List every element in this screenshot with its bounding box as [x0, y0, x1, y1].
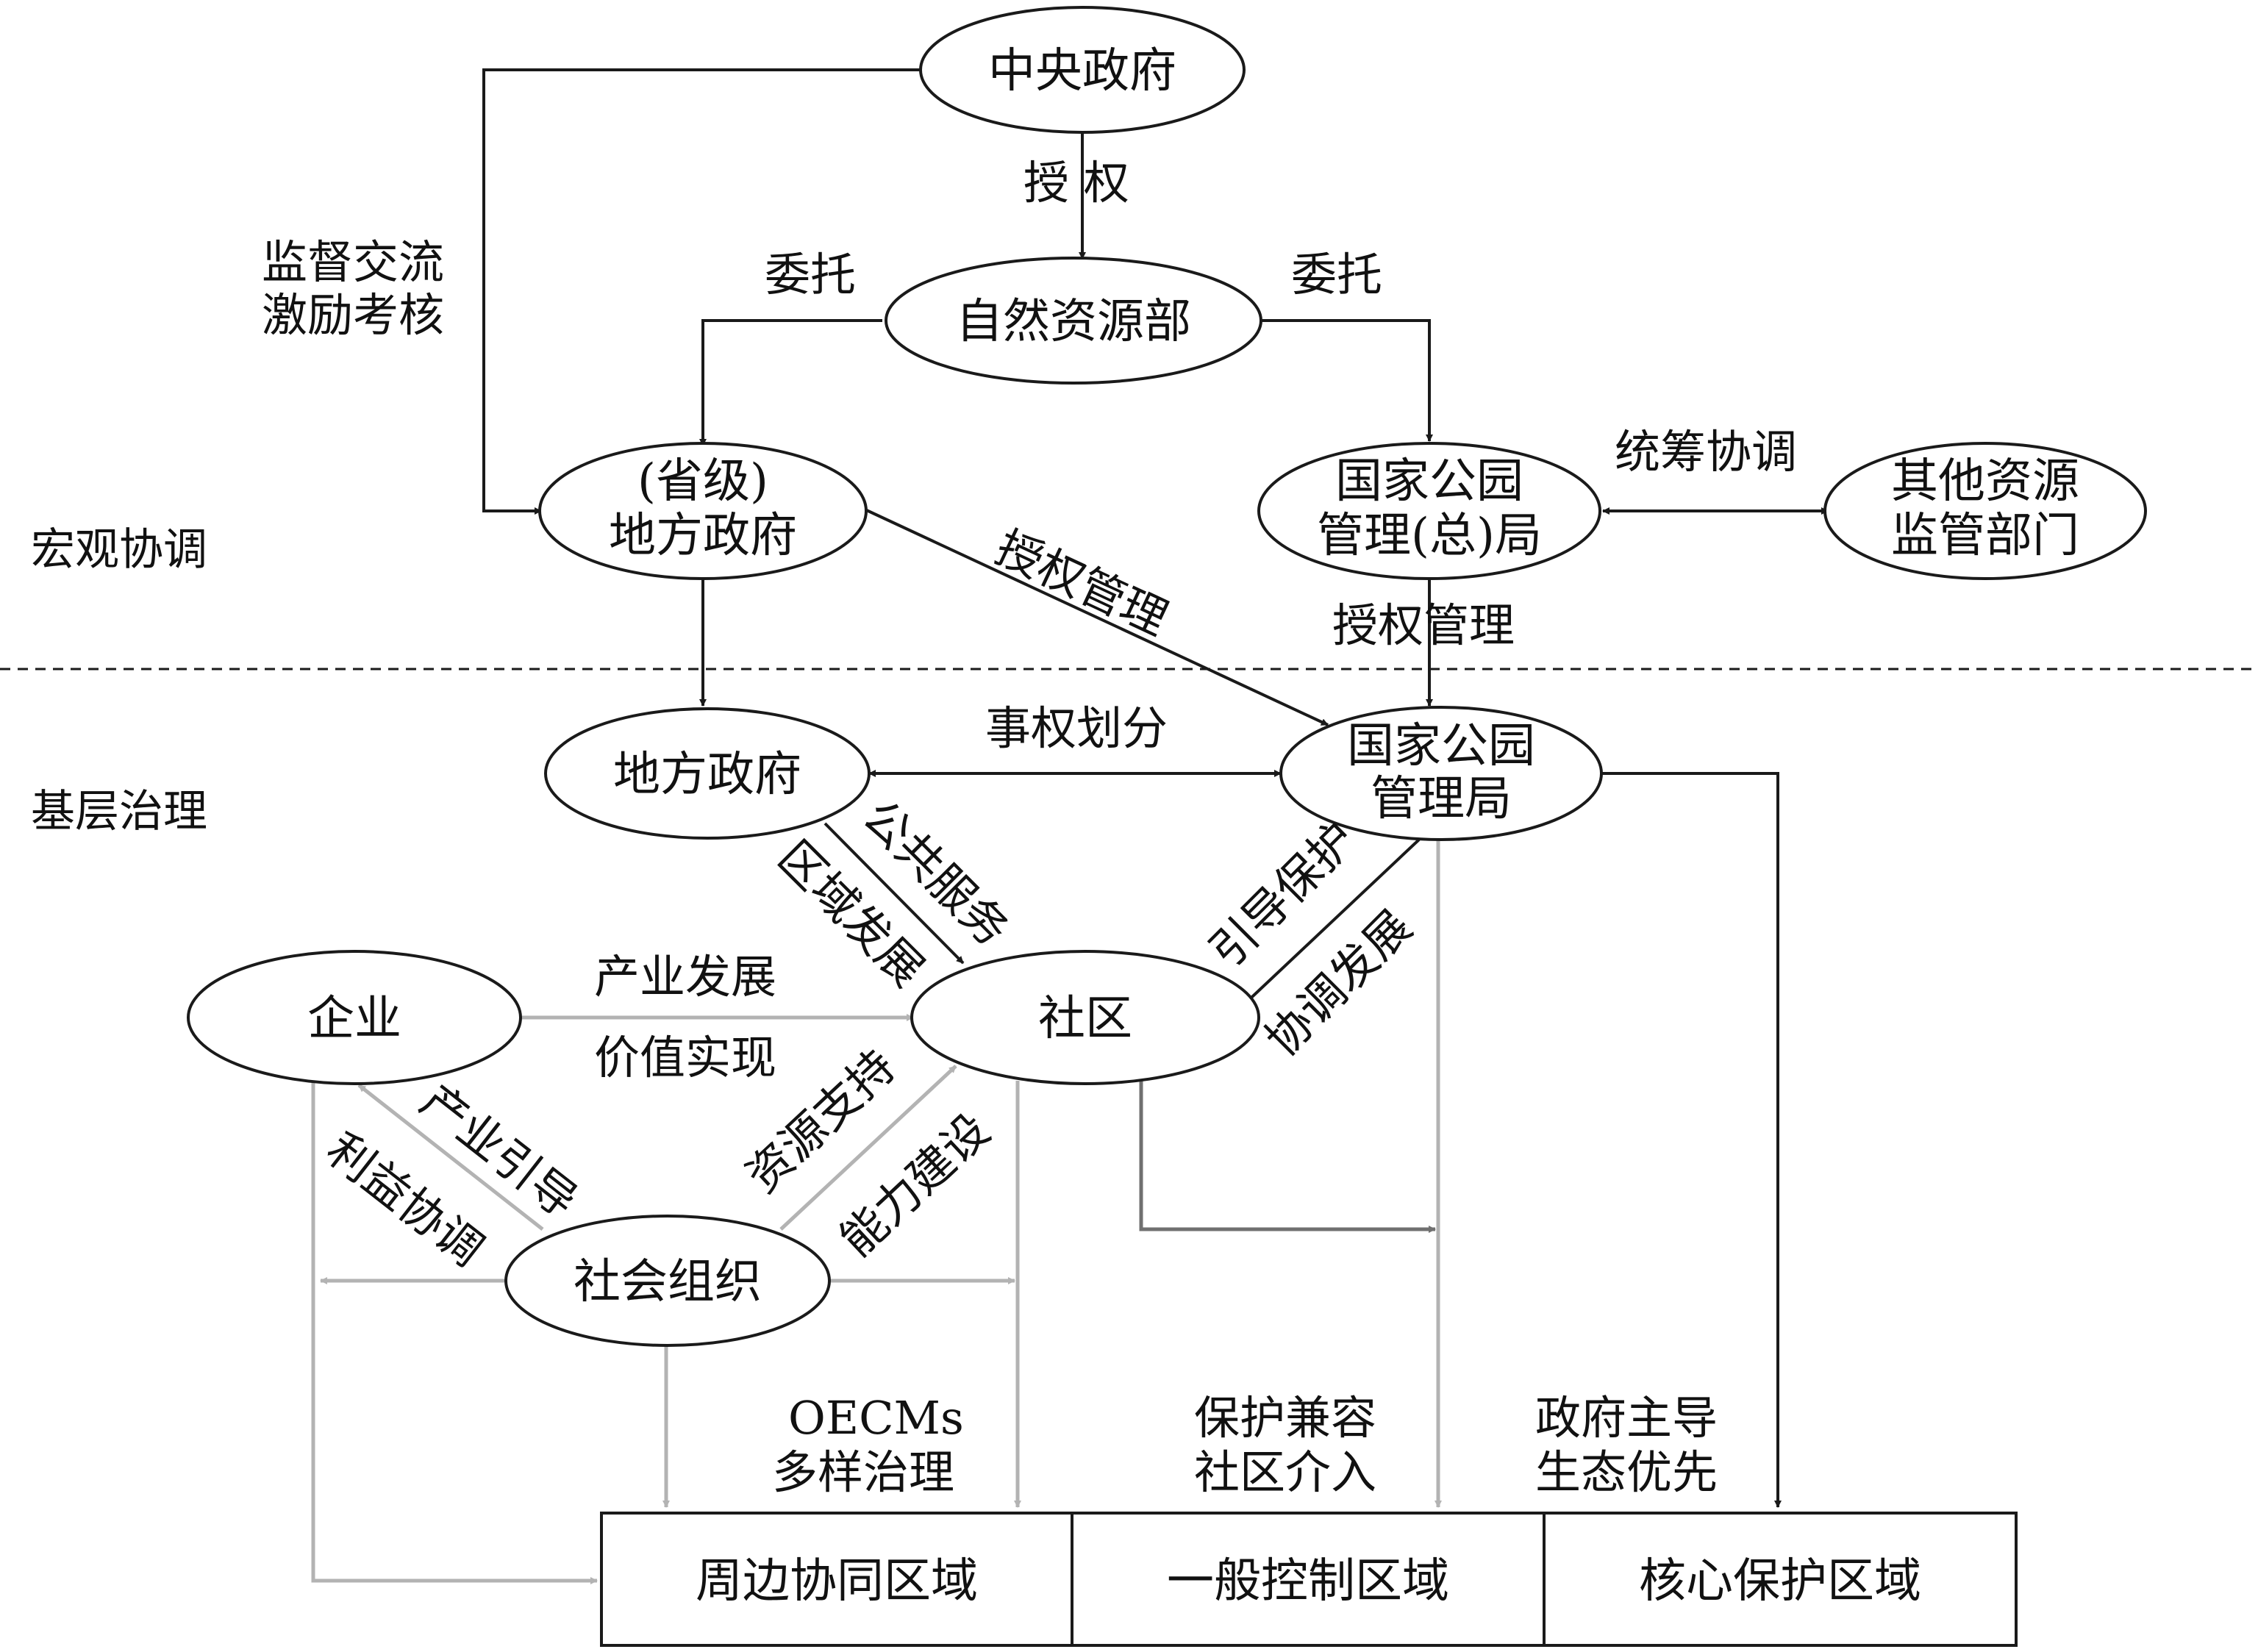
label-auth-mgmt-vert: 授权管理 [1332, 598, 1515, 652]
node-enterprise-label: 企业 [307, 992, 401, 1046]
node-central [919, 6, 1246, 134]
node-other [1823, 442, 2147, 580]
node-ministry [885, 257, 1262, 385]
node-npa-hq-label-1: 国家公园 [1335, 454, 1523, 509]
label-supervise-1: 监督交流 [262, 235, 444, 289]
node-npa-hq [1257, 442, 1601, 580]
edge-npa-to-community [1240, 838, 1421, 1009]
node-npa-label-1: 国家公园 [1347, 719, 1535, 773]
node-community-label: 社区 [1038, 992, 1132, 1046]
label-power-division: 事权划分 [985, 701, 1168, 755]
label-gov-led-1: 政府主导 [1535, 1391, 1718, 1445]
zone-core-box [1543, 1512, 2018, 1647]
zone-peripheral-label: 周边协同区域 [696, 1554, 978, 1609]
label-value-realize: 价值实现 [594, 1031, 776, 1084]
section-grassroots: 基层治理 [31, 786, 207, 837]
zone-peripheral-box [600, 1512, 1073, 1647]
node-npa-hq-label-2: 管理(总)局 [1317, 509, 1542, 563]
label-entrust-left: 委托 [765, 248, 856, 301]
edge-central-to-provincial [482, 68, 921, 515]
node-provincial-label-2: 地方政府 [609, 509, 797, 563]
edge-ministry-to-provincial [699, 319, 882, 446]
edge-ministry-to-npa-hq [1259, 319, 1433, 442]
label-authorize: 授 权 [1023, 156, 1129, 210]
edge-social-to-community [779, 1065, 957, 1231]
edge-community-to-general [1139, 1081, 1436, 1233]
label-compat-1: 保护兼容 [1194, 1391, 1376, 1445]
label-supervise-2: 激励考核 [262, 288, 444, 342]
zone-general-label: 一般控制区域 [1167, 1554, 1449, 1609]
node-enterprise [187, 950, 522, 1085]
label-gov-led-2: 生态优先 [1535, 1445, 1718, 1499]
edge-npa-to-core [1601, 772, 1782, 1508]
zone-core-label: 核心保护区域 [1639, 1554, 1921, 1609]
node-provincial-label-1: (省级) [637, 454, 768, 509]
label-capacity-build: 能力建设 [829, 1103, 999, 1267]
node-other-label-2: 监管部门 [1891, 509, 2079, 563]
label-auth-mgmt-diag: 授权管理 [988, 520, 1176, 646]
edge-enterprise-to-peripheral [311, 1081, 598, 1584]
label-industry-dev: 产业发展 [594, 950, 776, 1004]
node-npa [1279, 706, 1603, 841]
node-social-org-label: 社会组织 [574, 1255, 762, 1309]
node-ministry-label: 自然资源部 [956, 295, 1191, 349]
edge-provincial-to-npa [860, 506, 1329, 726]
node-other-label-1: 其他资源 [1891, 454, 2079, 509]
edge-local-to-community [823, 822, 965, 965]
section-macro: 宏观协调 [31, 524, 207, 576]
label-entrust-right: 委托 [1291, 248, 1382, 301]
label-oecms-1: OECMs [788, 1391, 964, 1445]
label-coordinate: 统筹协调 [1615, 425, 1797, 479]
node-central-label: 中央政府 [988, 44, 1176, 99]
edge-social-to-enterprise [357, 1084, 544, 1231]
node-local-gov [544, 707, 871, 840]
node-social-org [504, 1215, 831, 1347]
label-compat-2: 社区介入 [1194, 1445, 1376, 1499]
node-local-gov-label: 地方政府 [613, 748, 801, 802]
zone-general-box [1071, 1512, 1546, 1647]
node-npa-label-2: 管理局 [1371, 772, 1512, 826]
node-community [910, 950, 1260, 1085]
label-oecms-2: 多样治理 [772, 1445, 954, 1499]
node-provincial [538, 442, 868, 580]
